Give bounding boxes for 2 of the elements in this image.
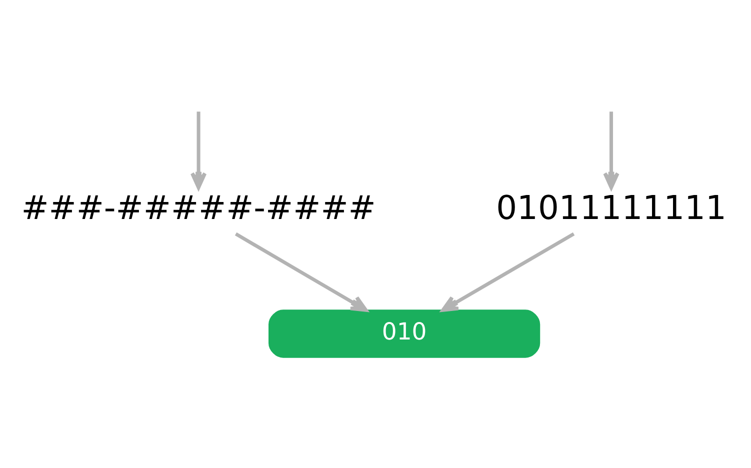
node-text: 01011111111 [496, 188, 726, 228]
node-text: ###-#####-#### [21, 188, 376, 228]
